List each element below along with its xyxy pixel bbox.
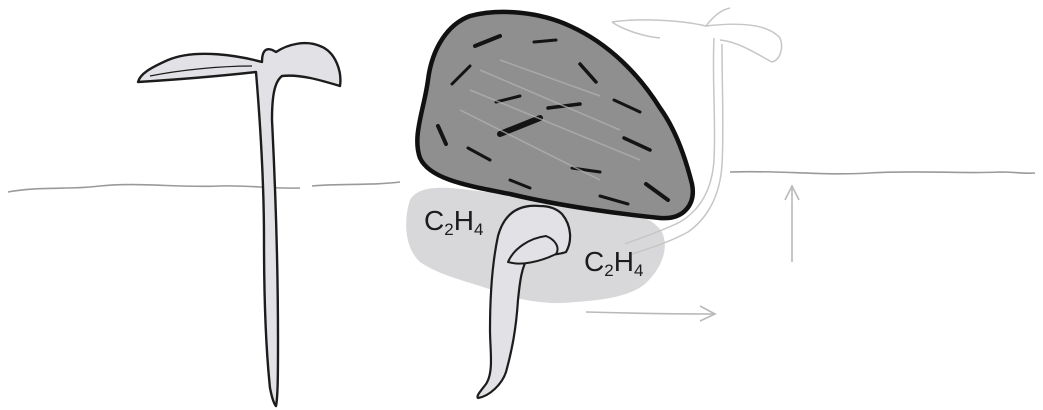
soil-line-right xyxy=(730,172,1035,174)
ethylene-label-right: C2H4 xyxy=(584,248,643,279)
horizontal-arrow xyxy=(586,306,715,321)
upward-arrow xyxy=(785,186,799,262)
soil-line-middle xyxy=(312,182,400,186)
normal-seedling xyxy=(138,43,340,406)
ethylene-label-left: C2H4 xyxy=(424,207,483,238)
soil-line-left xyxy=(8,185,300,192)
